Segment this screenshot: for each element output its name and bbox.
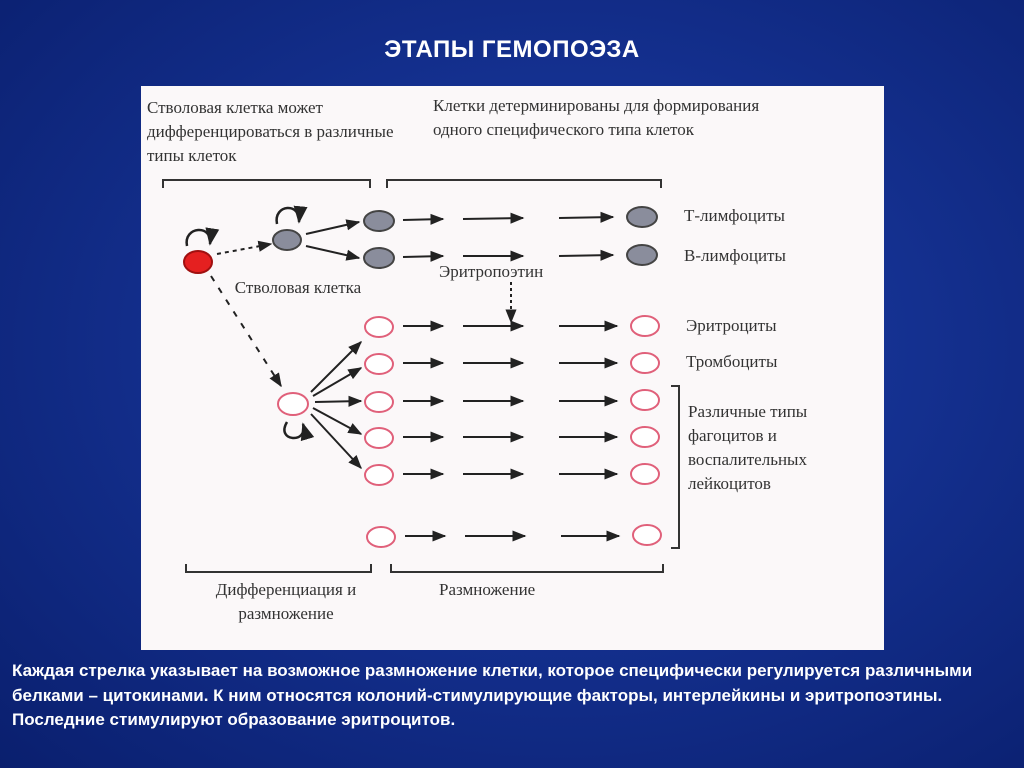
label-platelets: Тромбоциты	[686, 352, 778, 371]
diagram-graphics	[162, 179, 680, 573]
myeloid-self-renewal-arrow	[283, 421, 315, 442]
row-b-lymphocytes	[363, 244, 658, 269]
row-erythrocytes	[364, 315, 660, 338]
label-b-lymphocytes: В-лимфоциты	[684, 246, 786, 265]
phagocytes-bracket	[671, 385, 680, 549]
footer-bracket-right	[390, 564, 664, 573]
stem-cell-label: Стволовая клетка	[234, 278, 362, 297]
footer-right-text: Размножение	[439, 580, 536, 599]
header-bracket-right	[386, 179, 662, 188]
lymphoid-self-renewal-arrow	[275, 205, 308, 225]
slide-title: ЭТАПЫ ГЕМОПОЭЗА	[384, 36, 640, 63]
row-phagocytes-4	[366, 524, 662, 548]
label-t-lymphocytes: Т-лимфоциты	[684, 206, 785, 225]
header-left-text: Стволовая клетка может дифференцироватьс…	[147, 98, 394, 165]
stem-self-renewal-arrow	[185, 227, 220, 247]
myeloid-branch-arrows	[310, 341, 363, 470]
hematopoiesis-diagram: Стволовая клетка может дифференцироватьс…	[141, 86, 884, 650]
label-phagocytes: Различные типы фагоцитов и воспалительны…	[688, 402, 808, 493]
footer-bracket-left	[185, 564, 372, 573]
header-right-text: Клетки детерминированы для формирования …	[433, 96, 760, 139]
row-phagocytes-3	[364, 463, 660, 486]
erythropoietin-label: Эритропоэтин	[439, 262, 544, 281]
myeloid-progenitor-cell	[277, 392, 309, 416]
header-bracket-left	[162, 179, 371, 188]
row-platelets	[364, 352, 660, 375]
row-t-lymphocytes	[363, 206, 658, 232]
footer-left-text: Дифференциация и размножение	[215, 580, 357, 623]
stem-cell	[183, 250, 213, 274]
row-phagocytes-1	[364, 389, 660, 413]
row-phagocytes-2	[364, 426, 660, 449]
stem-to-lymphoid-arrow	[216, 240, 273, 255]
slide-caption: Каждая стрелка указывает на возможное ра…	[12, 661, 973, 729]
label-erythrocytes: Эритроциты	[686, 316, 777, 335]
lymphoid-progenitor-cell	[272, 229, 302, 251]
